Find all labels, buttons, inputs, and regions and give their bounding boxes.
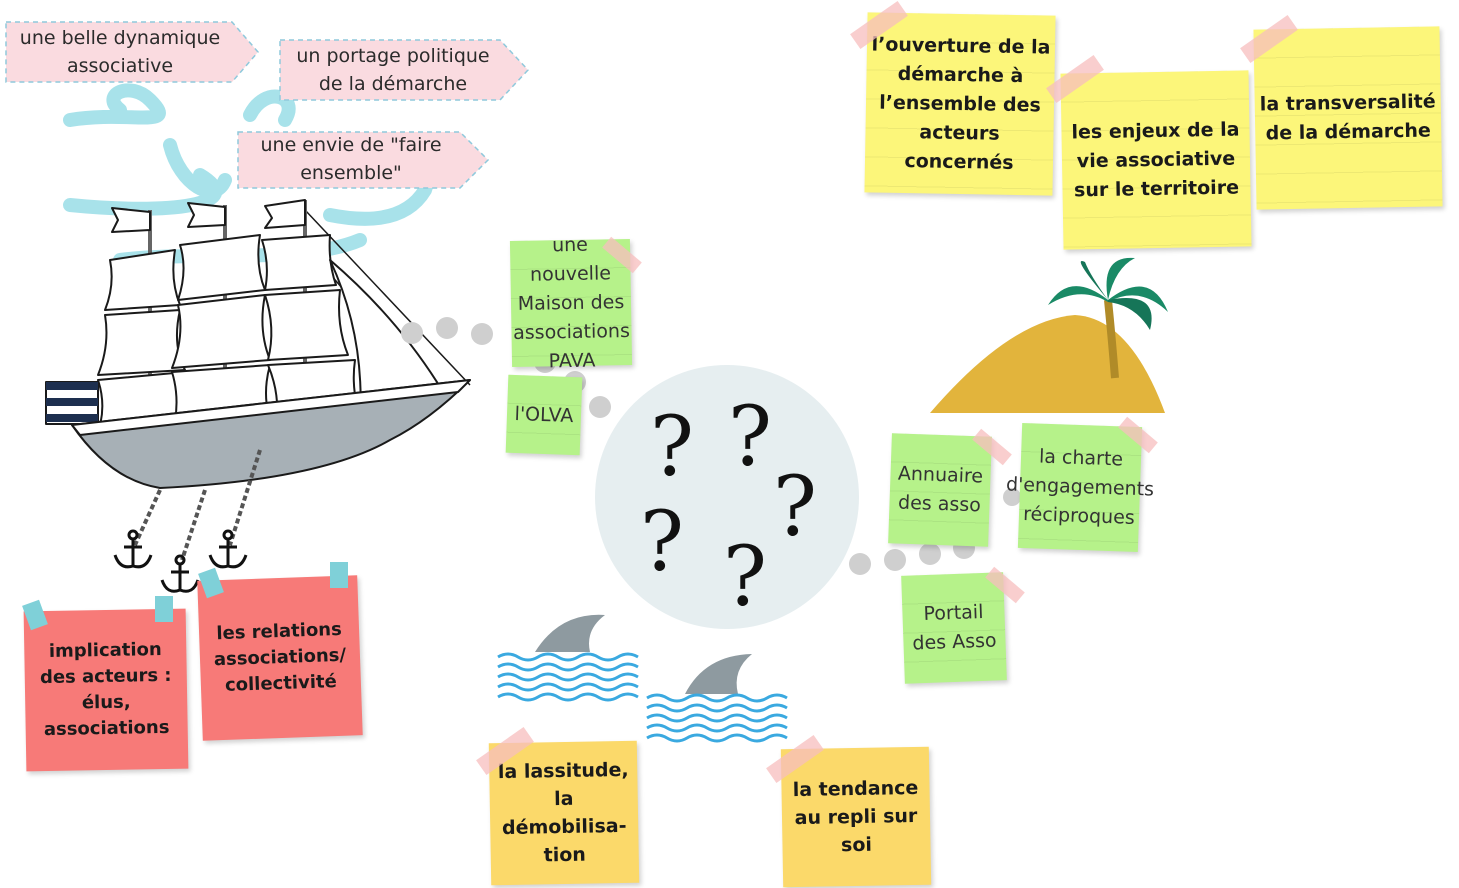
wave-icon — [497, 652, 639, 702]
note-portail: Portail des Asso — [901, 572, 1007, 684]
note-maison: une nouvelle Maison des associations PAV… — [509, 233, 633, 372]
note-charte: la charte d'engagements réciproques — [1006, 422, 1154, 553]
flag-icon — [264, 199, 306, 229]
note-ouverture: l’ouverture de la démarche à l’ensemble … — [864, 12, 1056, 196]
svg-text:?: ? — [728, 390, 772, 485]
anchor-icon — [208, 529, 248, 569]
banner-text: une belle dynamique associative — [19, 27, 221, 77]
anchor-icon — [113, 529, 153, 569]
note-enjeux: les enjeux de la vie associative sur le … — [1060, 70, 1252, 250]
banner-envie: une envie de "faire ensemble" — [240, 130, 462, 188]
note-olva: l'OLVA — [505, 374, 583, 456]
banner-text: une envie de "faire ensemble" — [260, 134, 442, 184]
svg-text:?: ? — [773, 460, 817, 555]
note-annuaire: Annuaire des asso — [888, 433, 992, 547]
note-repli: la tendance au repli sur soi — [780, 746, 932, 888]
island — [930, 315, 1165, 413]
anchor-chain — [133, 449, 262, 561]
palm-tree-icon — [1048, 257, 1168, 379]
note-implication: implication des acteurs : élus, associat… — [23, 608, 189, 772]
svg-text:?: ? — [640, 495, 684, 590]
flag-icon — [111, 207, 151, 233]
flag-icon — [45, 381, 99, 425]
anchor-icon — [160, 554, 200, 593]
tape — [330, 562, 348, 588]
wave-icon — [646, 693, 788, 743]
question-mark-icon: ? ? ? ? ? — [640, 390, 817, 625]
shark-fin-icon — [535, 614, 605, 652]
shark-fin-icon — [685, 654, 752, 694]
question-circle — [595, 365, 859, 629]
tape — [155, 596, 173, 622]
banner-text: un portage politique de la démarche — [296, 45, 490, 95]
ship-icon — [45, 199, 471, 489]
flag-icon — [187, 202, 226, 228]
note-lassitude: la lassitude, la démobilisa- tion — [488, 740, 640, 886]
svg-text:?: ? — [650, 400, 694, 495]
banner-portage: un portage politique de la démarche — [282, 40, 504, 100]
svg-text:?: ? — [723, 530, 767, 625]
banner-shapes — [5, 21, 530, 189]
banner-dynamique: une belle dynamique associative — [8, 22, 232, 82]
note-transversalite: la transversalité de la démarche — [1253, 26, 1443, 210]
note-relations: les relations associations/ collectivité — [197, 575, 363, 741]
